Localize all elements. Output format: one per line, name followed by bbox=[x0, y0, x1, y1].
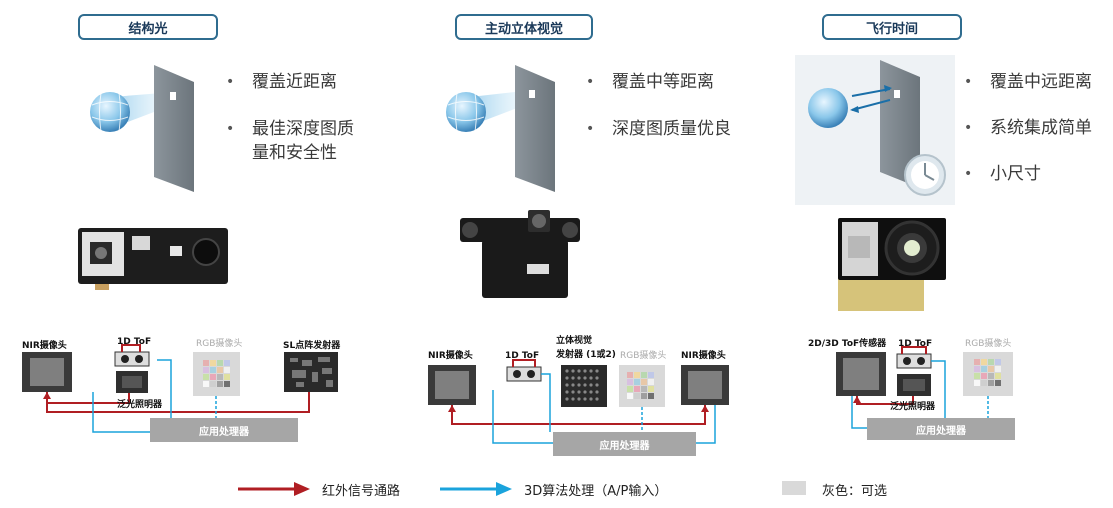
label-1d-tof: 1D ToF bbox=[505, 351, 540, 361]
label-rgb-camera: RGB摄像头 bbox=[620, 351, 667, 361]
label-nir-camera-right: NIR摄像头 bbox=[681, 351, 726, 361]
bullet-as-2: •深度图质量优良 bbox=[586, 119, 731, 139]
legend-marks bbox=[238, 481, 806, 496]
legend-red-path: 红外信号通路 bbox=[322, 484, 401, 499]
label-1d-tof: 1D ToF bbox=[898, 339, 933, 349]
app-processor: 应用处理器 bbox=[553, 432, 696, 456]
bullet-tof-1: •覆盖中远距离 bbox=[964, 72, 1092, 92]
legend-blue-path: 3D算法处理（A/P输入） bbox=[524, 484, 668, 499]
label-nir-camera-left: NIR摄像头 bbox=[428, 351, 473, 361]
label-tof-sensor: 2D/3D ToF传感器 bbox=[808, 339, 887, 349]
bullet-as-1: •覆盖中等距离 bbox=[586, 72, 714, 92]
bullet-sl-2: •最佳深度图质量和安全性 bbox=[226, 119, 354, 163]
label-nir-camera: NIR摄像头 bbox=[22, 341, 67, 351]
bullet-tof-3: •小尺寸 bbox=[964, 164, 1041, 184]
bullet-tof-2: •系统集成简单 bbox=[964, 118, 1092, 138]
tof-illustration bbox=[795, 55, 955, 205]
label-flood-illuminator: 泛光照明器 bbox=[890, 402, 936, 412]
label-1d-tof: 1D ToF bbox=[117, 337, 152, 347]
label-stereo-projector-1: 立体视觉 bbox=[556, 336, 593, 346]
label-sl-projector: SL点阵发射器 bbox=[283, 341, 341, 351]
label-rgb-camera: RGB摄像头 bbox=[196, 339, 243, 349]
tab-structured-light[interactable]: 结构光 bbox=[78, 14, 218, 40]
tof-module-photo bbox=[838, 218, 946, 311]
legend-gray-optional: 灰色：可选 bbox=[822, 484, 888, 499]
label-stereo-projector-2: 发射器 (1或2) bbox=[556, 350, 616, 360]
label-rgb-camera: RGB摄像头 bbox=[965, 339, 1012, 349]
active-stereo-module-photo bbox=[460, 210, 580, 298]
app-processor: 应用处理器 bbox=[150, 418, 298, 442]
structured-light-illustration bbox=[90, 65, 194, 192]
tab-active-stereo[interactable]: 主动立体视觉 bbox=[455, 14, 593, 40]
rgb-color-grid-1 bbox=[203, 360, 230, 387]
active-stereo-illustration bbox=[446, 65, 555, 192]
label-flood-illuminator: 泛光照明器 bbox=[117, 400, 163, 410]
tab-time-of-flight[interactable]: 飞行时间 bbox=[822, 14, 962, 40]
bullet-sl-1: •覆盖近距离 bbox=[226, 72, 337, 92]
structured-light-module-photo bbox=[78, 228, 228, 290]
app-processor: 应用处理器 bbox=[867, 418, 1015, 440]
